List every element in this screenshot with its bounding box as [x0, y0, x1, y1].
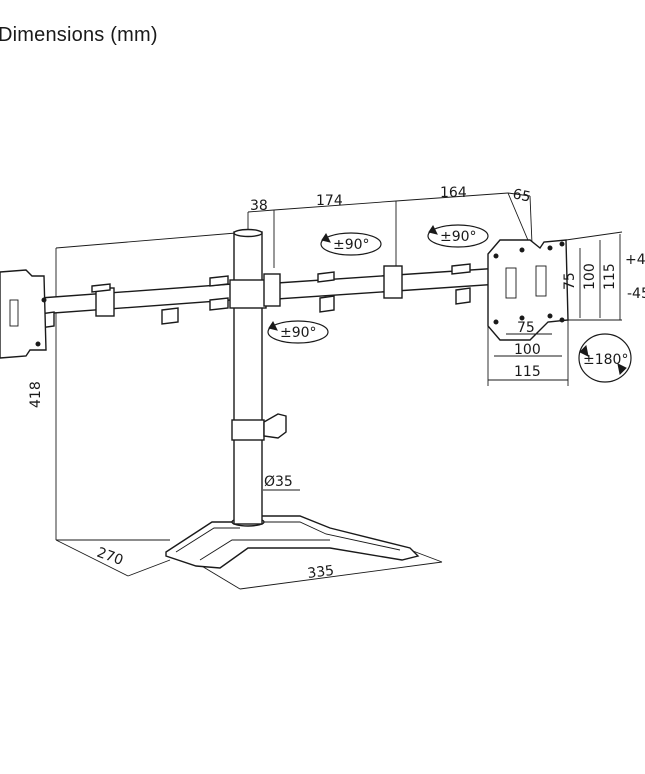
depth-dim-line [55, 539, 129, 577]
rotation-arm-right: ±90° [427, 224, 489, 248]
dim-418: 418 [28, 381, 44, 408]
dim-335: 335 [307, 563, 335, 582]
right-vesa-plate [487, 239, 569, 341]
dim-270: 270 [95, 545, 126, 569]
dim-vesa-h100: 100 [582, 263, 598, 290]
dim-line-174 [273, 200, 397, 211]
width-ext-line-a [199, 564, 241, 590]
vesa-ext-top [565, 231, 623, 241]
rotation-label-arm-upper: ±90° [333, 237, 370, 253]
dim-line-38 [247, 209, 275, 213]
ext-line-65-b [529, 195, 533, 245]
dim-vesa-w75: 75 [517, 320, 535, 336]
dim-38: 38 [250, 198, 268, 214]
depth-ext-line-2 [127, 559, 171, 577]
dim-vesa-h75: 75 [562, 272, 578, 290]
dim-174: 174 [316, 193, 343, 209]
dim-vesa-w100: 100 [514, 342, 541, 358]
overall-width-line [55, 231, 249, 249]
stand-base [165, 515, 420, 569]
dim-164: 164 [440, 185, 467, 201]
dim-line-65 [507, 192, 531, 197]
dim-vesa-w115: 115 [514, 364, 541, 380]
dim-diameter: Ø35 [264, 474, 293, 490]
dim-line-164 [395, 192, 509, 202]
support-arm [39, 263, 501, 329]
dim-vesa-h115: 115 [602, 263, 618, 290]
diagram-title: Dimensions (mm) [0, 24, 158, 46]
rotation-label-arm-lower: ±90° [280, 325, 317, 341]
rotation-label-arm-right: ±90° [440, 229, 477, 245]
rotation-arm-lower: ±90° [267, 320, 329, 344]
dim-tilt-down: -45 [627, 286, 645, 302]
left-vesa-plate [0, 269, 47, 359]
rotation-arm-upper: ±90° [320, 232, 382, 256]
width-dim-line [239, 561, 443, 590]
rotation-label-plate: ±180° [583, 352, 628, 368]
dim-65: 65 [511, 186, 532, 205]
dim-tilt-up: +45 [625, 252, 645, 268]
rotation-plate: ±180° [578, 333, 632, 383]
ext-line-65-a [507, 192, 531, 246]
